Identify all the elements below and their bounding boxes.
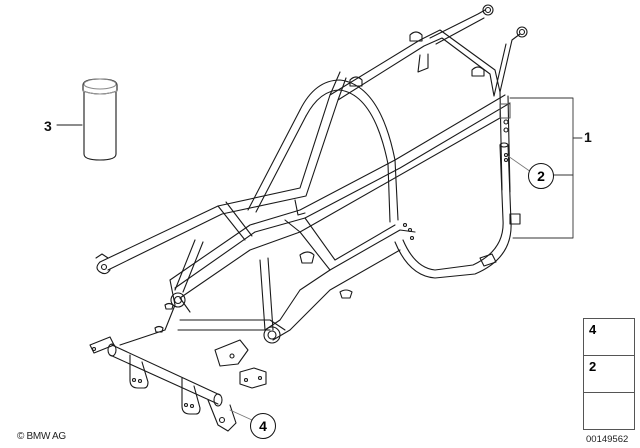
frame-side-tube	[394, 142, 521, 279]
bracket-part-1	[509, 97, 583, 239]
parts-legend: 4 2	[583, 318, 635, 430]
legend-number: 2	[589, 359, 597, 374]
legend-row-arrow	[584, 393, 634, 429]
frame-left-rail	[95, 71, 347, 275]
drawing-id: 00149562	[586, 434, 629, 445]
part-callout-4[interactable]: 4	[250, 413, 276, 439]
frame-right-rail	[169, 94, 511, 299]
leader-line-2	[507, 155, 532, 173]
legend-row-bolt[interactable]: 2	[584, 356, 634, 393]
part-callout-2[interactable]: 2	[528, 163, 554, 189]
frame-cross-hoop	[247, 79, 399, 223]
frame-lower-section	[89, 249, 401, 432]
part-label-1[interactable]: 1	[584, 129, 592, 145]
part-label-3[interactable]: 3	[44, 118, 52, 134]
paint-can-icon	[82, 78, 118, 161]
frame-inner-members	[174, 199, 416, 331]
legend-row-plug[interactable]: 4	[584, 319, 634, 356]
leader-line-4	[229, 409, 253, 421]
copyright-text: © BMW AG	[17, 431, 66, 442]
frame-rear-loop	[329, 4, 528, 101]
legend-number: 4	[589, 322, 597, 337]
